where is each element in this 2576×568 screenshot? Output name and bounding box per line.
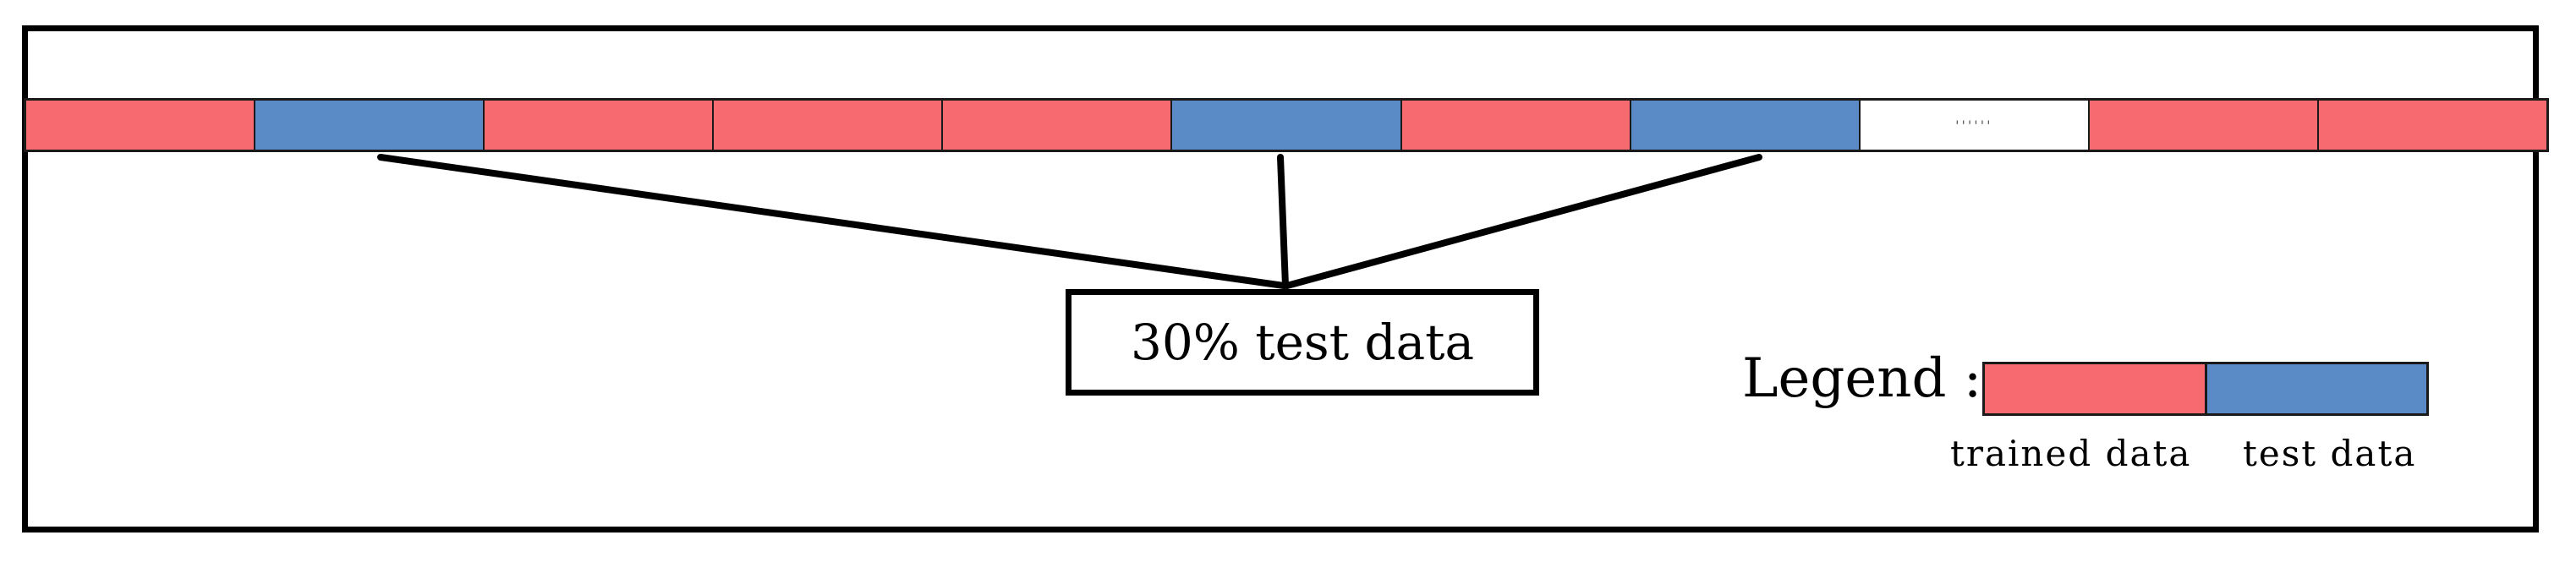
strip-segment-ellipsis: '''''' — [1860, 101, 2090, 150]
strip-segment-trained — [714, 101, 944, 150]
legend-test-swatch — [2204, 364, 2426, 413]
strip-segment-test — [1172, 101, 1402, 150]
legend-trained-label: trained data — [1950, 433, 2192, 474]
data-strip: '''''' — [24, 98, 2549, 152]
diagram-frame — [22, 25, 2539, 532]
callout-label: 30% test data — [1130, 314, 1475, 371]
strip-segment-trained — [2318, 101, 2547, 150]
strip-segment-trained — [943, 101, 1173, 150]
strip-segment-test — [255, 101, 485, 150]
strip-segment-trained — [2089, 101, 2319, 150]
legend-title: Legend : — [1742, 347, 1982, 410]
legend-trained-swatch — [1985, 364, 2205, 413]
strip-segment-trained — [1401, 101, 1631, 150]
legend-test-label: test data — [2243, 433, 2417, 474]
strip-segment-trained — [26, 101, 256, 150]
legend-swatches — [1982, 362, 2429, 416]
test-data-callout: 30% test data — [1066, 289, 1539, 396]
strip-segment-test — [1631, 101, 1861, 150]
strip-segment-trained — [485, 101, 715, 150]
